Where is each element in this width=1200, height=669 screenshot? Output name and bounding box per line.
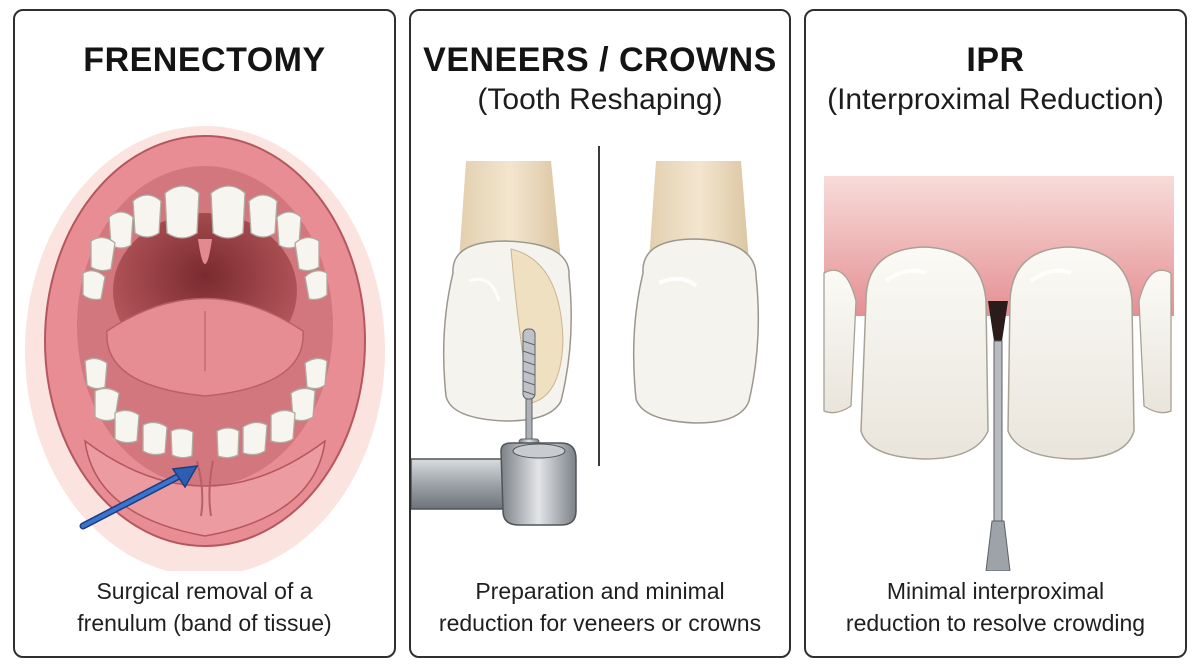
- frenulum-arrow: [79, 465, 199, 530]
- lower-teeth: [84, 357, 328, 459]
- frenectomy-caption: Surgical removal of a frenulum (band of …: [15, 575, 394, 639]
- veneers-crowns-panel: VENEERS / CROWNS (Tooth Reshaping): [409, 9, 791, 658]
- ipr-subtitle: (Interproximal Reduction): [827, 83, 1164, 116]
- tooth-preparation-illustration: [411, 146, 760, 526]
- crown-tooth: [632, 161, 760, 424]
- veneers-crowns-subtitle: (Tooth Reshaping): [477, 83, 723, 116]
- open-mouth-illustration: [25, 126, 385, 571]
- ipr-caption: Minimal interproximal reduction to resol…: [806, 575, 1185, 639]
- caption-line: reduction to resolve crowding: [845, 610, 1146, 636]
- caption-line: Surgical removal of a: [96, 578, 313, 604]
- ipr-title: IPR: [966, 41, 1025, 79]
- frenectomy-panel: FRENECTOMY: [13, 9, 396, 658]
- ipr-instrument: [985, 340, 1011, 571]
- upper-teeth: [82, 185, 328, 301]
- prepared-tooth: [442, 161, 572, 422]
- left-incisor: [860, 246, 989, 460]
- right-incisor: [1007, 246, 1135, 460]
- veneers-crowns-title: VENEERS / CROWNS: [423, 41, 777, 79]
- caption-line: Minimal interproximal: [886, 578, 1105, 604]
- veneers-crowns-caption: Preparation and minimal reduction for ve…: [411, 575, 789, 639]
- caption-line: Preparation and minimal: [475, 578, 725, 604]
- interproximal-reduction-illustration: [823, 176, 1174, 571]
- caption-line: reduction for veneers or crowns: [438, 610, 762, 636]
- frenectomy-title: FRENECTOMY: [83, 41, 326, 79]
- ipr-panel: IPR (Interproximal Reduction): [804, 9, 1187, 658]
- caption-line: frenulum (band of tissue): [77, 610, 332, 636]
- frenulum: [196, 460, 214, 517]
- dental-handpiece: [411, 442, 577, 526]
